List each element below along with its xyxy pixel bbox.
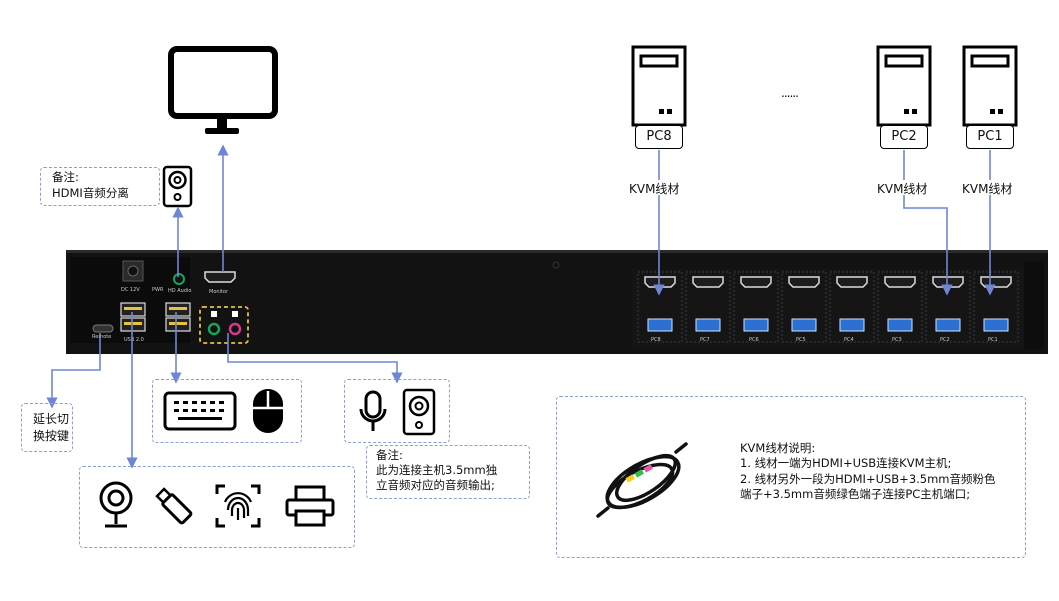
port-label-pc6: PC6 xyxy=(749,337,759,343)
pc2-tower-icon xyxy=(876,45,932,127)
cable-note-line2: 2. 线材另外一段为HDMI+USB+3.5mm音频粉色端子+3.5mm音频绿色… xyxy=(740,472,996,501)
hdmi-port xyxy=(980,276,1012,288)
pc-ellipsis: ...... xyxy=(781,86,799,100)
pwr-label: PWR xyxy=(152,287,164,293)
remote-port-label: Remote xyxy=(92,334,112,340)
usb3-port xyxy=(887,318,913,332)
port-label-pc7: PC7 xyxy=(700,337,710,343)
mouse-icon xyxy=(253,389,283,433)
printer-icon xyxy=(285,485,335,527)
keyboard-icon xyxy=(163,391,237,431)
fingerprint-icon xyxy=(215,484,261,528)
note-hdmi-audio-text: HDMI音频分离 xyxy=(52,186,129,200)
port-label-pc2: PC2 xyxy=(940,337,950,343)
usb3-port xyxy=(983,318,1009,332)
monitor-port-label: Monitor xyxy=(209,289,229,295)
hdmi-port xyxy=(692,276,724,288)
usb-drive-icon xyxy=(155,487,193,525)
hdmi-port xyxy=(740,276,772,288)
cable-label-pc2: KVM线材 xyxy=(877,180,928,197)
pc1-label: PC1 xyxy=(966,125,1014,149)
usb3-port xyxy=(791,318,817,332)
microphone-icon xyxy=(359,390,387,431)
pc1-tower-icon xyxy=(962,45,1018,127)
speaker-icon xyxy=(162,165,193,208)
cable-note-line1: 1. 线材一端为HDMI+USB连接KVM主机; xyxy=(740,456,952,470)
pc-port-group xyxy=(733,271,779,343)
hdmi-port xyxy=(788,276,820,288)
port-label-pc8: PC8 xyxy=(651,337,661,343)
cable-info-box xyxy=(556,396,1026,558)
note-hdmi-audio-title: 备注: xyxy=(52,170,79,184)
note-mic-title: 备注: xyxy=(376,448,403,462)
kvm-cable-image xyxy=(596,442,688,518)
desk-speaker-icon xyxy=(402,388,436,436)
pc8-label: PC8 xyxy=(635,125,683,149)
usb3-port xyxy=(839,318,865,332)
keyboard-mouse-box xyxy=(152,379,302,443)
hdmi-port xyxy=(884,276,916,288)
cable-label-pc1: KVM线材 xyxy=(962,180,1013,197)
hdmi-port xyxy=(644,276,676,288)
usb-peripherals-box xyxy=(79,466,355,548)
port-label-pc5: PC5 xyxy=(796,337,806,343)
note-hdmi-audio xyxy=(40,167,160,206)
pc-port-group xyxy=(685,271,731,343)
port-label-pc3: PC3 xyxy=(892,337,902,343)
pc8-tower-icon xyxy=(631,45,687,127)
usb-port-label: USB 2.0 xyxy=(124,337,144,343)
pc-port-group xyxy=(829,271,875,343)
monitor-icon xyxy=(168,46,278,134)
cable-label-pc8: KVM线材 xyxy=(629,180,680,197)
hd-audio-label: HD Audio xyxy=(168,288,192,294)
dc-label: DC 12V xyxy=(121,287,140,293)
note-mic-box xyxy=(366,445,530,499)
mic-speaker-box xyxy=(344,379,450,443)
usb3-port xyxy=(935,318,961,332)
hdmi-port xyxy=(836,276,868,288)
note-mic-text: 此为连接主机3.5mm独 立音频对应的音频输出; xyxy=(376,463,498,492)
hdmi-port xyxy=(932,276,964,288)
webcam-icon xyxy=(99,481,133,528)
remote-switch-label: 延长切 换按键 xyxy=(33,412,70,443)
port-label-pc4: PC4 xyxy=(844,337,854,343)
cable-note-title: KVM线材说明: xyxy=(740,441,816,455)
usb3-port xyxy=(647,318,673,332)
usb3-port xyxy=(695,318,721,332)
remote-switch-box xyxy=(21,403,73,452)
pc2-label: PC2 xyxy=(880,125,928,149)
port-label-pc1: PC1 xyxy=(988,337,998,343)
pc-port-group xyxy=(781,271,827,343)
pc-port-group xyxy=(637,271,683,343)
usb3-port xyxy=(743,318,769,332)
